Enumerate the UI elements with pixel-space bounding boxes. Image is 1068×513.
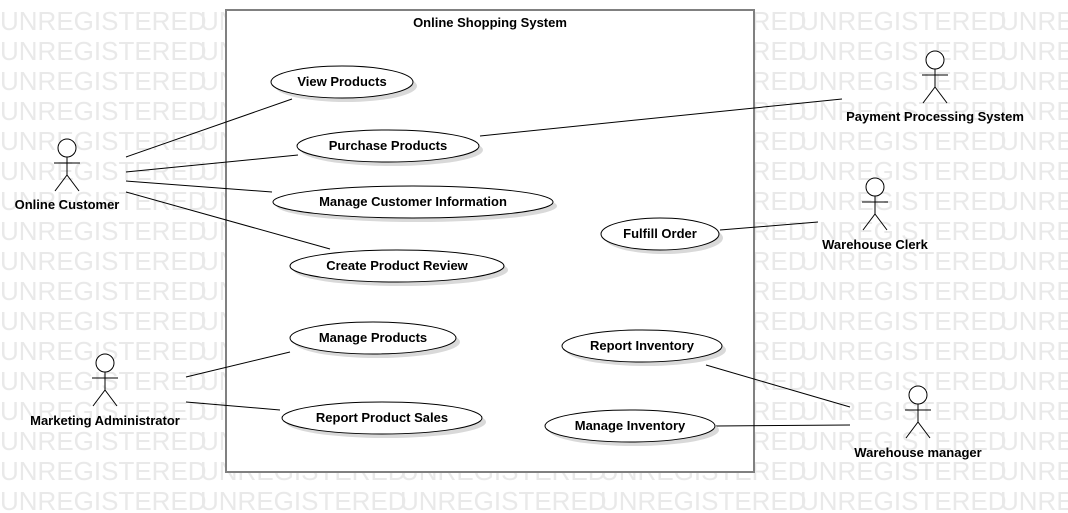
watermark-text: UNREGISTERED xyxy=(0,6,207,36)
watermark-text: UNREGISTERED xyxy=(0,396,207,426)
use-case-report-product-sales[interactable]: Report Product Sales xyxy=(281,401,486,438)
watermark-text: UNREGISTERED xyxy=(0,456,207,486)
actor-payment-processing-system[interactable]: Payment Processing System xyxy=(846,50,1024,124)
watermark-text: UNREGISTERED xyxy=(1000,216,1068,246)
watermark-text: UNREGISTERED xyxy=(0,96,207,126)
association-line xyxy=(185,401,281,411)
actor-label: Warehouse Clerk xyxy=(822,237,928,252)
association-line xyxy=(125,154,299,173)
watermark-text: UNREGISTERED xyxy=(0,276,207,306)
use-case-label: Report Product Sales xyxy=(316,410,448,425)
watermark-text: UNREGISTERED xyxy=(1000,276,1068,306)
actor-label: Marketing Administrator xyxy=(30,413,180,428)
association-line xyxy=(125,180,273,193)
watermark-text: UNREGISTERED xyxy=(1000,456,1068,486)
watermark-text: UNREGISTERED xyxy=(1000,186,1068,216)
watermark-text: UNREGISTERED xyxy=(800,366,1007,396)
association-line xyxy=(125,98,293,158)
associations xyxy=(125,98,851,427)
watermark-text: UNREGISTERED xyxy=(1000,426,1068,456)
actor-warehouse-clerk[interactable]: Warehouse Clerk xyxy=(822,177,929,252)
use-case-purchase-products[interactable]: Purchase Products xyxy=(296,129,483,166)
actor-label: Warehouse manager xyxy=(854,445,981,460)
watermark-text: UNREGISTERED xyxy=(0,36,207,66)
actor-label: Payment Processing System xyxy=(846,109,1024,124)
actor-marketing-administrator[interactable]: Marketing Administrator xyxy=(30,353,180,428)
watermark-text: UNREGISTERED xyxy=(800,216,1007,246)
watermark-text: UNREGISTERED xyxy=(800,396,1007,426)
use-case-manage-products[interactable]: Manage Products xyxy=(289,321,460,358)
watermark-text: UNREGISTERED xyxy=(800,36,1007,66)
watermark-text: UNREGISTERED xyxy=(800,336,1007,366)
watermark-text: UNREGISTERED xyxy=(800,486,1007,513)
watermark-text: UNREGISTERED xyxy=(200,486,407,513)
use-case-label: Manage Inventory xyxy=(575,418,686,433)
use-case-label: View Products xyxy=(297,74,386,89)
watermark-text: UNREGISTERED xyxy=(800,156,1007,186)
watermark-text: UNREGISTERED xyxy=(800,246,1007,276)
use-case-label: Manage Products xyxy=(319,330,427,345)
use-case-label: Create Product Review xyxy=(326,258,468,273)
watermark-text: UNREGISTERED xyxy=(0,216,207,246)
watermark-text: UNREGISTERED xyxy=(800,456,1007,486)
watermark-text: UNREGISTERED xyxy=(1000,96,1068,126)
watermark-text: UNREGISTERED xyxy=(0,186,207,216)
watermark-text: UNREGISTERED xyxy=(1000,126,1068,156)
watermark-text: UNREGISTERED xyxy=(1000,156,1068,186)
association-line xyxy=(125,191,331,250)
watermark-text: UNREGISTERED xyxy=(800,186,1007,216)
watermark-text: UNREGISTERED xyxy=(1000,36,1068,66)
watermark-text: UNREGISTERED xyxy=(1000,66,1068,96)
association-line xyxy=(719,221,819,231)
watermark-text: UNREGISTERED xyxy=(1000,396,1068,426)
watermark-text: UNREGISTERED xyxy=(800,306,1007,336)
use-case-label: Purchase Products xyxy=(329,138,448,153)
watermark-text: UNREGISTERED xyxy=(0,306,207,336)
use-case-label: Fulfill Order xyxy=(623,226,697,241)
watermark-text: UNREGISTERED xyxy=(1000,306,1068,336)
watermark-text: UNREGISTERED xyxy=(1000,6,1068,36)
use-case-report-inventory[interactable]: Report Inventory xyxy=(561,329,726,366)
use-case-manage-customer-information[interactable]: Manage Customer Information xyxy=(272,185,557,222)
use-case-create-product-review[interactable]: Create Product Review xyxy=(289,249,508,286)
watermark-text: UNREGISTERED xyxy=(0,66,207,96)
watermark-text: UNREGISTERED xyxy=(800,66,1007,96)
system-title: Online Shopping System xyxy=(413,15,567,30)
watermark-text: UNREGISTERED xyxy=(1000,366,1068,396)
association-line xyxy=(715,424,851,427)
watermark-text: UNREGISTERED xyxy=(1000,336,1068,366)
watermark-text: UNREGISTERED xyxy=(600,486,807,513)
actor-warehouse-manager[interactable]: Warehouse manager xyxy=(854,385,982,460)
association-line xyxy=(705,364,851,408)
use-case-manage-inventory[interactable]: Manage Inventory xyxy=(544,409,719,446)
use-case-fulfill-order[interactable]: Fulfill Order xyxy=(600,217,723,254)
watermark-text: UNREGISTERED xyxy=(800,6,1007,36)
watermark-text: UNREGISTERED xyxy=(800,276,1007,306)
watermark-text: UNREGISTERED xyxy=(0,246,207,276)
association-line xyxy=(185,351,291,378)
use-case-label: Manage Customer Information xyxy=(319,194,507,209)
watermark-text: UNREGISTERED xyxy=(0,486,207,513)
watermark-text: UNREGISTERED xyxy=(1000,486,1068,513)
use-case-view-products[interactable]: View Products xyxy=(270,65,417,102)
watermark-text: UNREGISTERED xyxy=(0,426,207,456)
watermark-text: UNREGISTERED xyxy=(0,126,207,156)
watermark-text: UNREGISTERED xyxy=(400,486,607,513)
association-line xyxy=(479,98,843,137)
use-case-label: Report Inventory xyxy=(590,338,695,353)
watermark-text: UNREGISTERED xyxy=(0,156,207,186)
actor-online-customer[interactable]: Online Customer xyxy=(15,138,120,212)
actor-label: Online Customer xyxy=(15,197,120,212)
watermark-text: UNREGISTERED xyxy=(1000,246,1068,276)
watermark-text: UNREGISTERED xyxy=(800,126,1007,156)
watermark-text: UNREGISTERED xyxy=(800,426,1007,456)
watermark-text: UNREGISTERED xyxy=(800,96,1007,126)
